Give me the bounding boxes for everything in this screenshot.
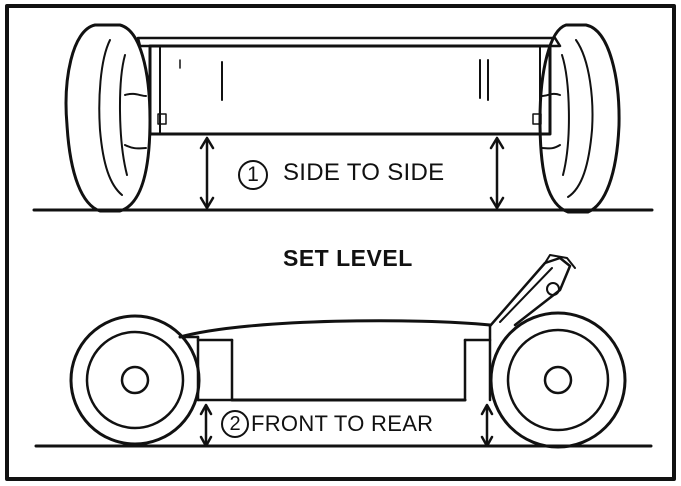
front-to-rear-arrows	[199, 403, 494, 448]
front-to-rear-label: FRONT TO REAR	[251, 411, 434, 436]
right-wheel	[538, 23, 621, 214]
step-2-number: 2	[221, 410, 249, 438]
side-to-side-label: SIDE TO SIDE	[283, 159, 445, 186]
side-to-side-arrows	[199, 136, 505, 210]
diagram-frame	[5, 4, 676, 481]
left-wheel	[64, 23, 152, 213]
diagram-title: SET LEVEL	[283, 245, 413, 271]
step-1-number: 1	[238, 160, 268, 190]
side-view-mower	[34, 254, 653, 449]
rear-wheel	[489, 311, 627, 449]
mower-deck-side	[178, 319, 492, 402]
mower-deck-rear	[136, 36, 562, 136]
rear-view-mower	[32, 23, 654, 214]
handle-bracket	[488, 254, 576, 328]
front-wheel	[69, 314, 201, 446]
